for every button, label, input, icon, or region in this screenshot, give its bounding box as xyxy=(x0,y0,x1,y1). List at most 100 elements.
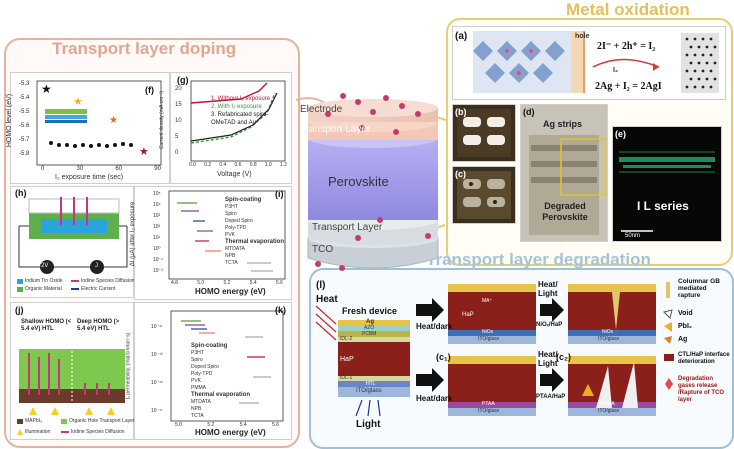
svg-text:★: ★ xyxy=(139,146,149,158)
stage4-ito-label: ITO/glass xyxy=(598,408,620,414)
panel-g-legend-2: 2. With I₂ exposure xyxy=(211,104,262,110)
panel-i-ytick: 10¹ xyxy=(153,235,161,241)
panel-g-xtick: 0.6 xyxy=(234,162,242,168)
panel-c: (c) xyxy=(452,166,516,224)
panel-f-ylabel: HOMO level (eV) xyxy=(6,93,14,148)
panel-h-voltage-label: 2V xyxy=(41,263,49,269)
transport-layer-doping-title: Transport layer doping xyxy=(52,39,237,58)
panel-l-heat-dark-2: Heat/dark xyxy=(416,394,453,403)
panel-f-plot: ★ ★ ★ ★ xyxy=(36,80,162,166)
panel-k-label: (k) xyxy=(275,305,286,315)
panel-b: (b) xyxy=(452,104,516,162)
layer-hap: HaP xyxy=(340,356,354,363)
panel-k-ytick: 10⁻¹¹ xyxy=(151,324,163,330)
panel-j: (j) Shallow HOMO (< 5.4 eV) HTL Deep HOM… xyxy=(10,302,135,440)
panel-i-ytick: 10³ xyxy=(153,213,161,219)
stage1-hap-label: HaP xyxy=(462,312,474,318)
panel-i-legend-item: Doped Spiro xyxy=(225,218,253,224)
stage1-nio-label: NiOx xyxy=(482,329,494,335)
panel-k-yticks: 10⁻¹¹ 10⁻¹³ 10⁻¹⁵ 10⁻¹⁷ xyxy=(151,313,163,425)
panel-k-xtick: 5.0 xyxy=(175,422,182,428)
layer-idl1: IDL-1 xyxy=(340,375,353,381)
panel-e-image xyxy=(613,127,721,241)
panel-i-xtick: 4.8 xyxy=(171,280,178,286)
panel-i-ytick: 10² xyxy=(153,224,161,230)
panel-f-xlabel: I₂ exposure time (sec) xyxy=(55,174,124,181)
panel-c-label: (c) xyxy=(455,169,466,179)
legend-columnar: Columnar GB mediated rapture xyxy=(678,278,720,299)
layer-ito: ITO/glass xyxy=(356,388,382,394)
panel-i-ylabel: ΔI (μA) after I₂ exposure xyxy=(130,201,137,267)
svg-text:★: ★ xyxy=(73,96,83,108)
panel-l-heat-label: Heat xyxy=(316,294,338,305)
layer-ag: Ag xyxy=(366,319,374,325)
panel-g-ytick: 5 xyxy=(175,134,179,140)
panel-g-ytick: 10 xyxy=(175,118,182,124)
legend-ctl-hap: CTL/HaP interface deterioration xyxy=(678,352,730,365)
panel-i-legend-item: TCTA xyxy=(225,260,238,266)
panel-i-xtick: 5.2 xyxy=(223,280,231,286)
panel-h: (h) 2V J Indium Tin Oxide Iodine Species… xyxy=(10,186,135,298)
panel-h-current-label: J xyxy=(95,263,98,269)
panel-l-fresh-label: Fresh device xyxy=(342,306,398,316)
panel-a-hole-label: hole xyxy=(575,33,590,40)
panel-k-legend-item: TCTA xyxy=(191,413,204,419)
panel-i-legend-item: Poly-TPD xyxy=(225,225,247,231)
panel-k-plot xyxy=(170,310,284,422)
panel-f: ★ ★ ★ ★ (f) HOMO level (eV) -5.3 -5.4 -5… xyxy=(6,72,170,184)
stage1-ma-label: MA⁺ xyxy=(482,298,493,304)
panel-d: (d) Ag strips Degraded Perovskite xyxy=(520,104,608,242)
panel-g-plot xyxy=(190,80,286,162)
panel-j-legend-htl: Organic Hole Transport Layer xyxy=(69,418,135,424)
panel-h-legend-iodine: Iodine Species Diffusion xyxy=(81,278,135,284)
panel-i-ytick: 10⁵ xyxy=(153,191,161,197)
panel-k-xtick: 5.4 xyxy=(239,422,247,428)
panel-a-label: (a) xyxy=(455,31,468,42)
panel-i-label: (i) xyxy=(275,189,284,199)
panel-k-legend-item: P3HT xyxy=(191,350,204,356)
panel-k-legend-item: Doped Spiro xyxy=(191,364,219,370)
panel-d-bottom-label: Degraded Perovskite xyxy=(542,201,588,222)
panel-k-xtick: 5.6 xyxy=(272,422,279,428)
panel-g-legend-1: 1. Without I₂ exposure xyxy=(211,96,271,102)
panel-k-legend-item: Poly-TPD xyxy=(191,371,213,377)
layer-azo: AZO xyxy=(364,325,375,331)
panel-k-xlabel: HOMO energy (eV) xyxy=(195,428,266,437)
panel-a-diagram xyxy=(473,31,719,93)
panel-i-xticks: 4.8 5.0 5.2 5.4 5.6 xyxy=(171,280,283,286)
panel-g-yticks: 20 15 10 5 0 xyxy=(175,81,182,161)
panel-a-i2-label: I₂ xyxy=(613,67,619,74)
panel-k-ytick: 10⁻¹³ xyxy=(151,352,163,358)
panel-a-equation-2: 2Ag + I₂ = 2AgI xyxy=(595,81,662,92)
panel-i-yticks: 10⁵ 10⁴ 10³ 10² 10¹ 10⁰ 10⁻¹ 10⁻² xyxy=(153,189,163,277)
panel-k-legend-item: NPB xyxy=(191,406,202,412)
panel-g: (g) 1. Without I₂ exposure 2. With I₂ ex… xyxy=(159,72,292,184)
stage2-nio-label: NiOx xyxy=(602,329,614,335)
panel-f-xticks: 0 30 60 90 xyxy=(41,166,161,172)
panel-j-deep-label: Deep HOMO (> 5.4 eV) HTL xyxy=(77,319,120,332)
panel-l-light-label: Light xyxy=(356,419,381,430)
panel-i-legend-item: NPB xyxy=(225,253,236,259)
panel-g-xtick: 0.0 xyxy=(189,162,196,168)
panel-k-ytick: 10⁻¹⁵ xyxy=(151,380,163,386)
panel-k-legend: Spin-coating P3HT Spiro Doped Spiro Poly… xyxy=(191,343,250,420)
panel-j-diagram xyxy=(17,343,125,435)
panel-h-diagram xyxy=(17,197,128,292)
panel-i-plot xyxy=(168,190,286,280)
panel-b-photo xyxy=(457,109,511,157)
panel-f-ytick: -5.8 xyxy=(19,151,30,157)
panel-l-c2-label: (c₂) xyxy=(556,352,571,362)
panel-i-xlabel: HOMO energy (eV) xyxy=(195,287,266,296)
panel-f-xtick: 30 xyxy=(76,166,84,172)
panel-i-xtick: 5.0 xyxy=(197,280,205,286)
layer-pcbm: PCBM xyxy=(362,331,377,337)
stage3-ito-label: ITO/glass xyxy=(478,408,500,414)
panel-g-xtick: 1.0 xyxy=(264,162,272,168)
panel-h-legend-ito: Indium Tin Oxide xyxy=(25,278,63,284)
panel-f-ytick: -5.5 xyxy=(19,109,30,115)
panel-i-legend-item: Spiro xyxy=(225,211,237,217)
stack-transport-bottom-label: Transport Layer xyxy=(312,222,383,233)
legend-void: Void xyxy=(678,310,693,317)
device-stack-illustration xyxy=(307,93,439,271)
panel-k: (k) Spin-coating P3HT Spiro Doped Spiro … xyxy=(125,302,292,440)
